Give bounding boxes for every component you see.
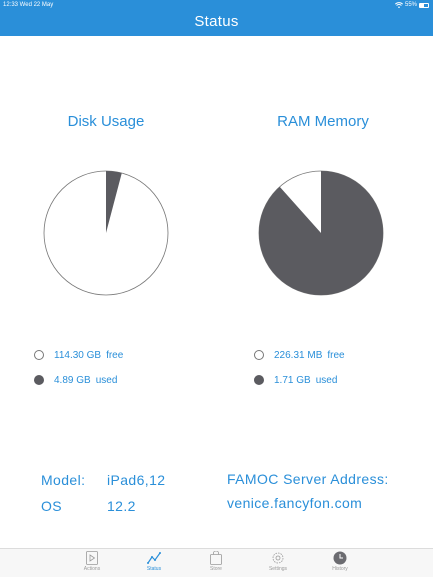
tab-status[interactable]: Status bbox=[124, 551, 184, 572]
battery-percent: 55% bbox=[404, 2, 417, 8]
ram-free-label: free bbox=[327, 349, 345, 361]
page-title: Status bbox=[194, 13, 239, 30]
bag-icon bbox=[210, 551, 222, 565]
gear-icon bbox=[272, 552, 284, 564]
ram-free-value: 226.31 MB bbox=[274, 349, 323, 361]
model-label: Model: bbox=[41, 472, 86, 488]
os-value: 12.2 bbox=[107, 498, 136, 514]
ram-used-label: used bbox=[315, 374, 338, 386]
disk-free-value: 114.30 GB bbox=[54, 349, 102, 361]
used-marker-icon bbox=[34, 375, 44, 385]
disk-used-value: 4.89 GB bbox=[54, 374, 91, 386]
used-marker-icon bbox=[254, 375, 264, 385]
free-marker-icon bbox=[254, 350, 264, 360]
tab-history-label: History bbox=[332, 566, 348, 572]
status-bar: 12:33 Wed 22 May 55% bbox=[0, 0, 433, 10]
battery-icon bbox=[419, 2, 429, 8]
model-value: iPad6,12 bbox=[107, 472, 166, 488]
free-marker-icon bbox=[34, 350, 44, 360]
tab-bar: Actions Status Store Settings History bbox=[0, 548, 433, 577]
disk-usage-title: Disk Usage bbox=[67, 113, 145, 130]
ram-memory-pie bbox=[258, 170, 384, 296]
server-address-label: FAMOC Server Address: bbox=[227, 471, 389, 487]
chart-line-icon bbox=[147, 552, 161, 564]
play-icon bbox=[86, 551, 98, 565]
os-label: OS bbox=[41, 498, 63, 514]
server-address-value: venice.fancyfon.com bbox=[227, 495, 363, 511]
disk-usage-pie bbox=[43, 170, 169, 296]
ram-used-slice bbox=[259, 171, 384, 295]
disk-free-legend: 114.30 GB free bbox=[34, 349, 123, 361]
disk-used-slice bbox=[106, 171, 122, 233]
tab-store-label: Store bbox=[210, 566, 222, 572]
disk-used-label: used bbox=[95, 374, 118, 386]
ram-used-value: 1.71 GB bbox=[274, 374, 311, 386]
tab-store[interactable]: Store bbox=[186, 551, 246, 572]
wifi-icon bbox=[394, 2, 403, 8]
header-bar: 12:33 Wed 22 May 55% Status bbox=[0, 0, 433, 36]
ram-free-legend: 226.31 MB free bbox=[254, 349, 345, 361]
tab-settings[interactable]: Settings bbox=[248, 551, 308, 572]
tab-history[interactable]: History bbox=[310, 551, 370, 572]
tab-settings-label: Settings bbox=[268, 566, 288, 572]
tab-status-label: Status bbox=[146, 566, 162, 572]
tab-actions-label: Actions bbox=[83, 566, 101, 572]
status-time: 12:33 Wed 22 May bbox=[3, 2, 54, 8]
tab-actions[interactable]: Actions bbox=[62, 551, 122, 572]
ram-used-legend: 1.71 GB used bbox=[254, 374, 337, 386]
status-indicators: 55% bbox=[394, 0, 429, 10]
disk-free-label: free bbox=[106, 349, 124, 361]
clock-icon bbox=[333, 551, 347, 565]
disk-used-legend: 4.89 GB used bbox=[34, 374, 117, 386]
ram-memory-title: RAM Memory bbox=[277, 113, 369, 130]
